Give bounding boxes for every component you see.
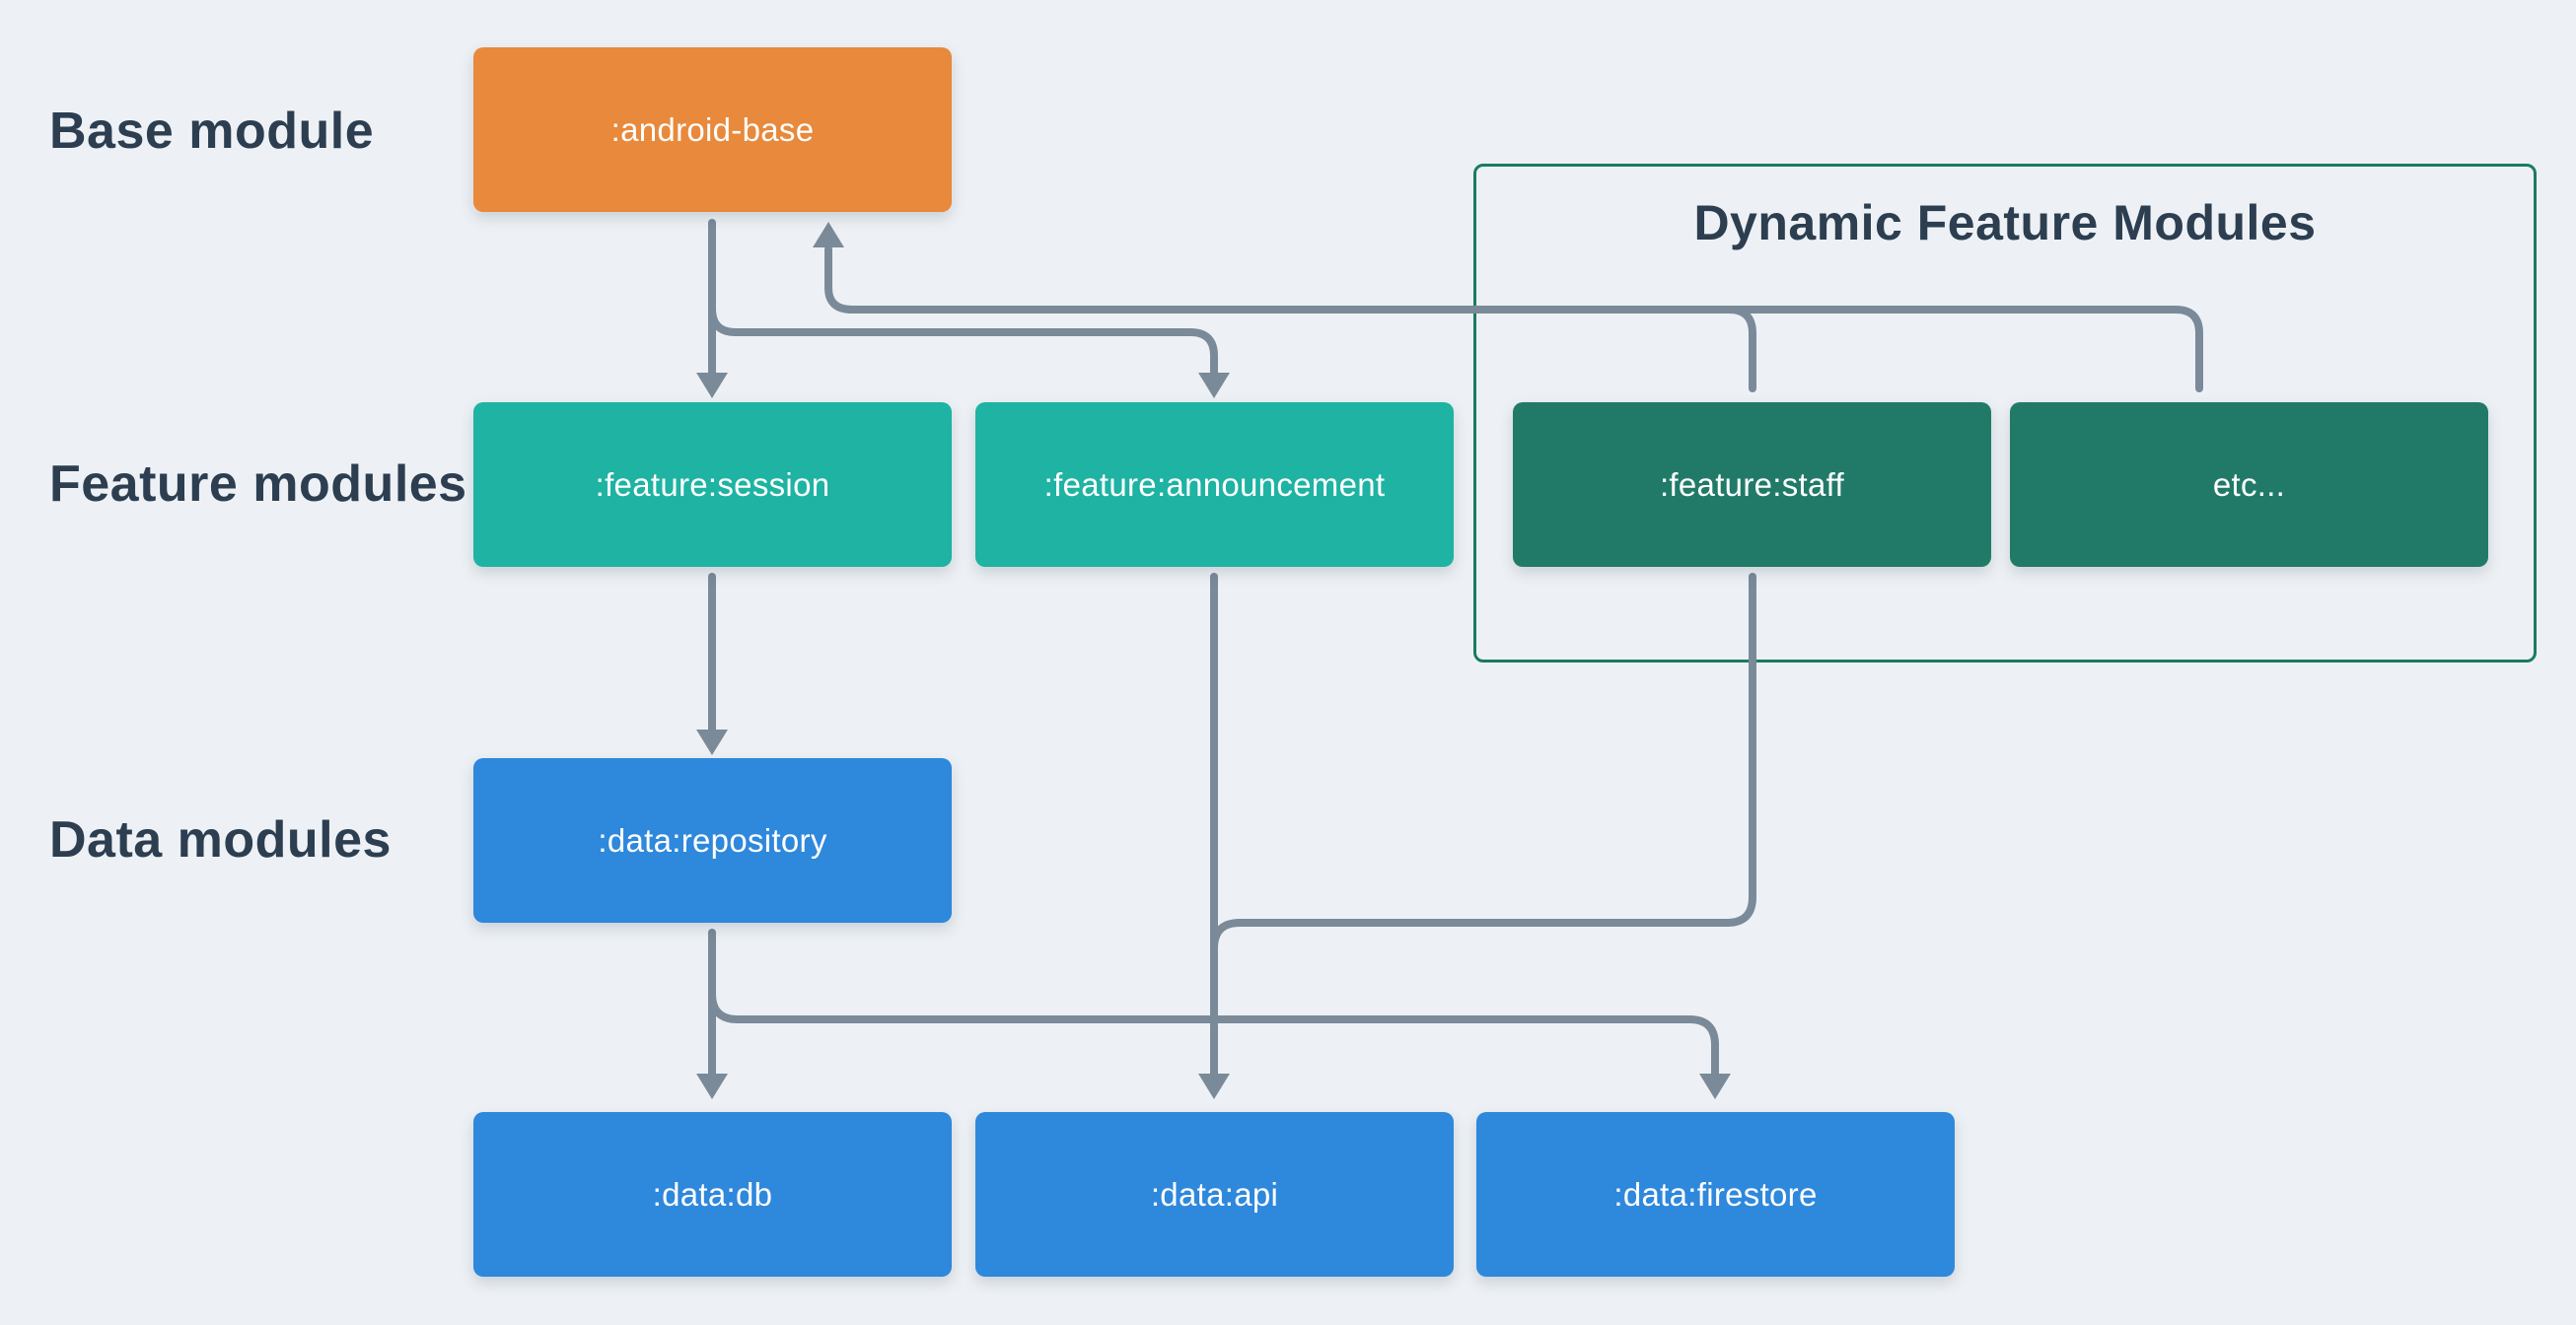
row-label-data-modules: Data modules <box>49 811 392 869</box>
node-android-base-label: :android-base <box>610 110 815 148</box>
node-feature-staff-label: :feature:staff <box>1659 465 1845 503</box>
node-data-db-label: :data:db <box>652 1175 773 1213</box>
row-label-feature-modules: Feature modules <box>49 455 467 513</box>
arrowhead-into-firestore <box>1699 1074 1731 1099</box>
node-data-db: :data:db <box>473 1112 952 1277</box>
node-data-firestore-label: :data:firestore <box>1613 1175 1818 1213</box>
node-feature-announcement-label: :feature:announcement <box>1043 465 1386 503</box>
arrow-staff-stub-to-base-lane <box>1725 306 1756 392</box>
node-android-base: :android-base <box>473 47 952 212</box>
node-data-repository-label: :data:repository <box>598 821 827 859</box>
arrowhead-into-session <box>696 373 728 398</box>
arrow-repository-to-firestore <box>708 990 1719 1080</box>
arrow-staff-merge-to-api-line <box>1210 573 1756 952</box>
node-data-api: :data:api <box>975 1112 1454 1277</box>
node-data-repository: :data:repository <box>473 758 952 923</box>
node-feature-session-label: :feature:session <box>595 465 830 503</box>
node-feature-etc: etc... <box>2010 402 2488 567</box>
arrow-base-to-announcement <box>708 305 1218 379</box>
row-label-base-module: Base module <box>49 103 375 160</box>
node-feature-announcement: :feature:announcement <box>975 402 1454 567</box>
arrowhead-into-base <box>813 222 844 247</box>
arrow-dynamic-features-to-base <box>824 245 2203 392</box>
container-title: Dynamic Feature Modules <box>1693 195 2317 250</box>
arrowhead-into-announcement <box>1198 373 1230 398</box>
node-feature-session: :feature:session <box>473 402 952 567</box>
arrowhead-into-api <box>1198 1074 1230 1099</box>
node-data-api-label: :data:api <box>1150 1175 1279 1213</box>
node-data-firestore: :data:firestore <box>1476 1112 1955 1277</box>
dynamic-feature-modules-container: Dynamic Feature Modules <box>1473 164 2537 662</box>
arrowhead-into-db <box>696 1074 728 1099</box>
node-feature-staff: :feature:staff <box>1513 402 1991 567</box>
node-feature-etc-label: etc... <box>2212 465 2286 503</box>
arrowhead-into-repository <box>696 730 728 755</box>
